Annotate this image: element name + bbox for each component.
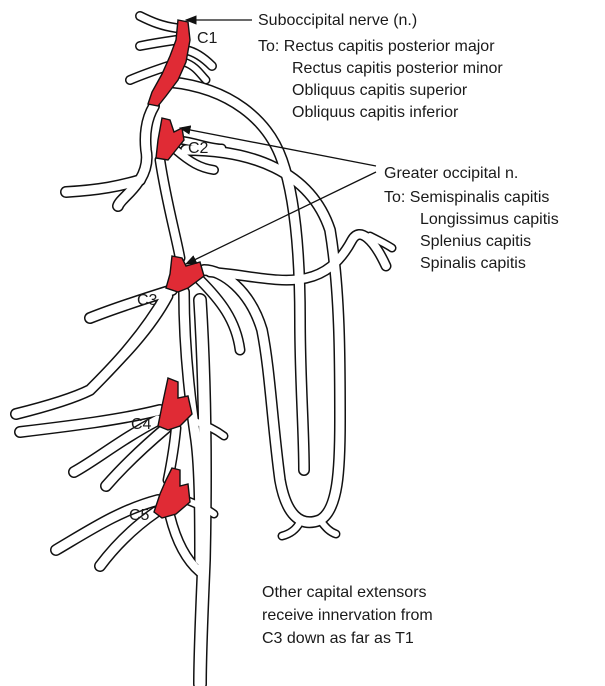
loop-bottom-twigs bbox=[282, 522, 300, 536]
suboccipital-title: Suboccipital nerve (n.) bbox=[258, 12, 417, 29]
label-c4: C4 bbox=[131, 416, 152, 433]
label-c2: C2 bbox=[188, 140, 209, 157]
greater-occipital-line-4: Spinalis capitis bbox=[420, 255, 526, 272]
greater-occipital-line-3: Splenius capitis bbox=[420, 233, 531, 250]
suboccipital-line-2: Rectus capitis posterior minor bbox=[292, 60, 503, 77]
c1-to-c2 bbox=[140, 106, 154, 180]
greater-occipital-title: Greater occipital n. bbox=[384, 165, 518, 182]
note-line-1: Other capital extensors bbox=[262, 584, 427, 601]
suboccipital-line-1: To: Rectus capitis posterior major bbox=[258, 38, 495, 55]
suboccipital-line-3: Obliquus capitis superior bbox=[292, 82, 468, 99]
c3-root bbox=[166, 256, 204, 292]
greater-occipital bbox=[160, 160, 180, 258]
label-c1: C1 bbox=[197, 30, 218, 47]
label-c5: C5 bbox=[129, 507, 150, 524]
loop-bottom-twigs-2 bbox=[320, 520, 336, 534]
note-line-3: C3 down as far as T1 bbox=[262, 630, 414, 647]
greater-occipital-line-1: To: Semispinalis capitis bbox=[384, 189, 549, 206]
c5-root bbox=[154, 468, 190, 518]
greater-occipital-line-2: Longissimus capitis bbox=[420, 211, 559, 228]
label-c3: C3 bbox=[137, 292, 158, 309]
suboccipital-line-4: Obliquus capitis inferior bbox=[292, 104, 459, 121]
note-line-2: receive innervation from bbox=[262, 607, 433, 624]
c1-root bbox=[148, 20, 190, 106]
